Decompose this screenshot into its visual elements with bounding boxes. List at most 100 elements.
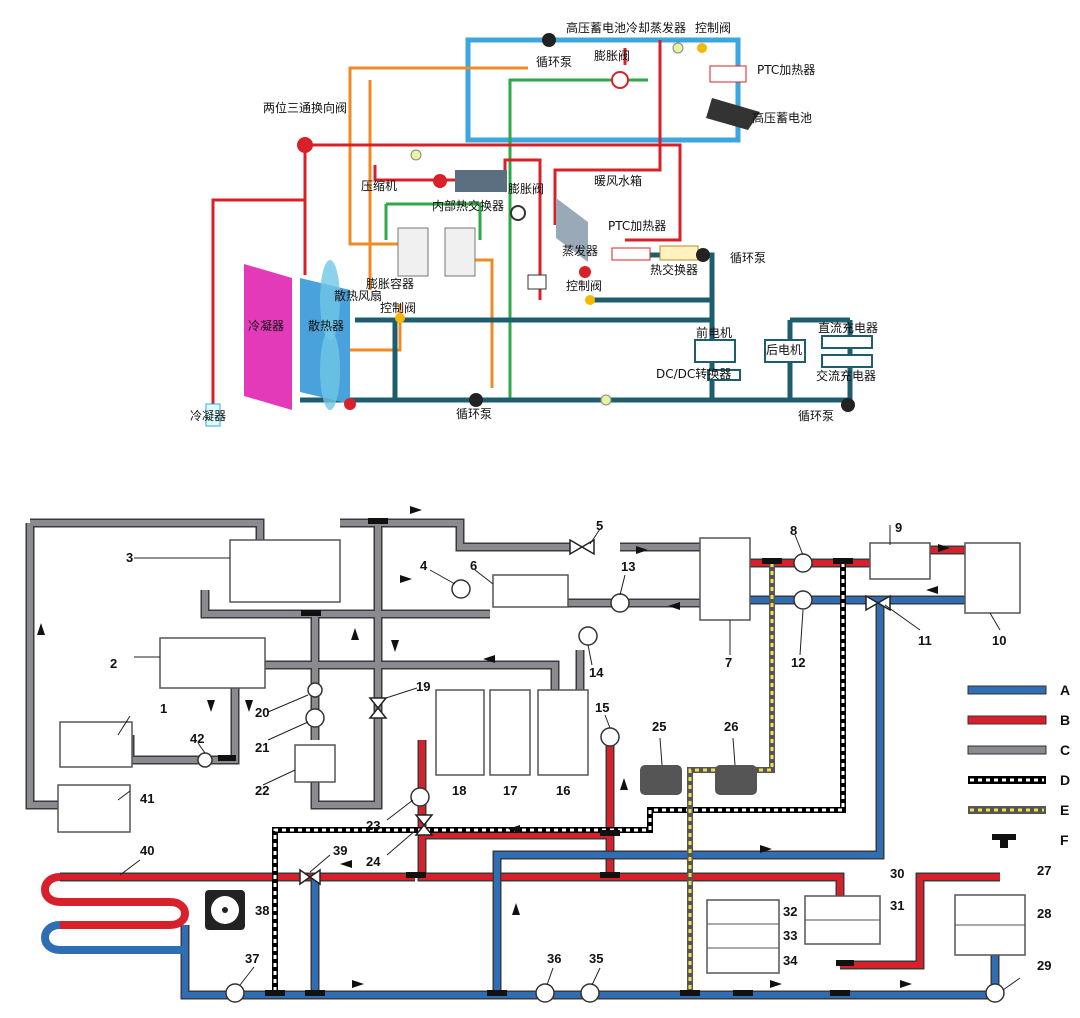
- number-13: 13: [621, 559, 635, 574]
- number-7: 7: [725, 655, 732, 670]
- number-26: 26: [724, 719, 738, 734]
- box-17: [489, 689, 531, 776]
- legend-label-b: B: [1060, 712, 1070, 728]
- expansion-tank-right: [444, 227, 476, 277]
- small-sensor-box: [527, 274, 547, 290]
- red-dot-icon: [344, 398, 356, 410]
- label-internal-hx: 内部热交换器: [432, 198, 504, 213]
- component-numbers: 3 4 5 6 7 8 9 10 11 12 13 14 15 16 17 18…: [110, 518, 1051, 973]
- number-8: 8: [790, 523, 797, 538]
- number-5: 5: [596, 518, 603, 533]
- number-36: 36: [547, 951, 561, 966]
- label-hv-battery: 高压蓄电池: [752, 110, 812, 125]
- number-2: 2: [110, 656, 117, 671]
- box-10: [964, 542, 1021, 614]
- pump-bottom-right-icon: [841, 398, 855, 412]
- ptc-heater-cabin: [611, 247, 651, 261]
- ac-charger-box: [821, 354, 873, 368]
- label-dcdc: DC/DC转换器: [656, 366, 731, 381]
- label-expansion-valve-mid: 膨胀阀: [508, 182, 544, 196]
- red-refrigerant-line: [211, 40, 682, 425]
- number-6: 6: [470, 558, 477, 573]
- mid-red-dot-icon: [579, 266, 591, 278]
- control-valve-left-icon: [395, 313, 405, 323]
- box-7: [699, 537, 751, 621]
- box-3: [229, 539, 341, 603]
- number-32: 32: [783, 904, 797, 919]
- label-heat-exchanger: 热交换器: [650, 262, 698, 277]
- small-condenser-box: [205, 403, 221, 427]
- sensor-icon: [410, 149, 422, 161]
- pump-top-icon: [542, 33, 556, 47]
- number-34: 34: [783, 953, 798, 968]
- expansion-tank-left: [397, 227, 429, 277]
- label-control-valve-mid: 控制阀: [566, 279, 602, 293]
- number-1: 1: [160, 701, 167, 716]
- number-3: 3: [126, 550, 133, 565]
- valve-icons: [299, 538, 891, 886]
- label-rear-motor: 后电机: [766, 343, 802, 357]
- box-22: [294, 744, 336, 783]
- label-hv-battery-chiller: 高压蓄电池冷却蒸发器: [566, 20, 686, 35]
- number-42: 42: [190, 731, 204, 746]
- number-20: 20: [255, 705, 269, 720]
- number-16: 16: [556, 783, 570, 798]
- label-pump-top: 循环泵: [536, 55, 572, 69]
- number-28: 28: [1037, 906, 1051, 921]
- number-15: 15: [595, 700, 609, 715]
- number-9: 9: [895, 520, 902, 535]
- compressor-icon: [433, 174, 447, 188]
- legend-swatch-a: [967, 685, 1047, 695]
- radiator-fan-icon: [320, 260, 340, 410]
- label-pump-bottom-right: 循环泵: [798, 409, 834, 423]
- control-valve-mid-icon: [585, 295, 595, 305]
- label-ptc-heater-cabin: PTC加热器: [608, 219, 666, 233]
- box-32-34: [706, 899, 780, 974]
- flow-arrows: [37, 506, 950, 988]
- label-expansion-tank: 膨胀容器: [366, 276, 414, 291]
- number-30: 30: [890, 866, 904, 881]
- label-pump-bottom: 循环泵: [456, 407, 492, 421]
- box-1: [59, 721, 133, 768]
- number-37: 37: [245, 951, 259, 966]
- number-17: 17: [503, 783, 517, 798]
- control-valve-top-icon: [697, 43, 707, 53]
- sensor-bottom-icon: [600, 394, 612, 406]
- label-evaporator: 蒸发器: [562, 243, 598, 258]
- pump-right-icon: [696, 248, 710, 262]
- number-11: 11: [918, 633, 932, 648]
- legend-swatch-d: [968, 776, 1046, 784]
- sensor-circles: [197, 553, 1005, 1003]
- box-6: [492, 574, 569, 608]
- motor-valve-icon: [611, 71, 629, 89]
- label-fan: 散热风扇: [334, 288, 382, 303]
- label-ptc-heater-battery: PTC加热器: [757, 63, 815, 77]
- number-23: 23: [366, 818, 380, 833]
- number-27: 27: [1037, 863, 1051, 878]
- number-10: 10: [992, 633, 1006, 648]
- box-41: [57, 784, 131, 833]
- label-control-valve-left: 控制阀: [380, 301, 416, 315]
- component-boxes: [57, 537, 1026, 974]
- number-41: 41: [140, 791, 154, 806]
- condenser-coil: [41, 873, 189, 954]
- box-16: [537, 689, 589, 776]
- label-pump-right: 循环泵: [730, 251, 766, 265]
- sensor-top-icon: [672, 42, 684, 54]
- number-19: 19: [416, 679, 430, 694]
- motor-valve-mid-icon: [510, 205, 526, 221]
- fan-icon: [205, 890, 245, 930]
- legend-swatch-f: [992, 834, 1016, 848]
- legend: A B C D E F: [967, 682, 1070, 848]
- number-39: 39: [333, 843, 347, 858]
- number-24: 24: [366, 854, 381, 869]
- number-25: 25: [652, 719, 666, 734]
- dashed-black-lines: [272, 563, 846, 995]
- legend-swatch-e: [968, 806, 1046, 814]
- leader-lines: [117, 525, 1021, 991]
- number-31: 31: [890, 898, 904, 913]
- condenser-core: [244, 264, 292, 410]
- label-radiator: 散热器: [308, 318, 344, 333]
